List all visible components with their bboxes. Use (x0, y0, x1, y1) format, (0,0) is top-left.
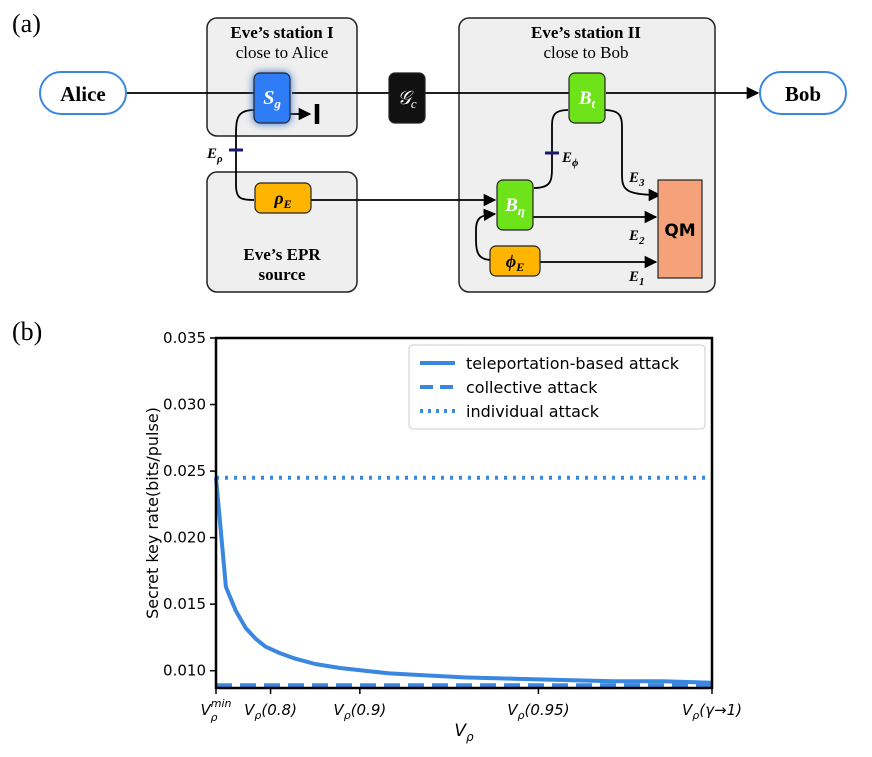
y-ticks: 0.035 0.030 0.025 0.020 0.015 0.010 (163, 329, 216, 680)
bob-label: Bob (785, 82, 821, 106)
x-axis-label: Vρ (454, 721, 474, 744)
plot-frame (214, 336, 714, 690)
series-layer (214, 475, 713, 688)
legend: teleportation-based attack collective at… (408, 344, 706, 430)
squeezer-sg-box (253, 72, 291, 124)
legend-label-teleportation: teleportation-based attack (466, 354, 680, 373)
y-tick-label: 0.020 (163, 529, 206, 547)
y-tick-label: 0.025 (163, 462, 206, 480)
y-axis-label: Secret key rate(bits/pulse) (143, 407, 162, 619)
phase-phiE-box (489, 245, 541, 277)
station-1-title: Eve’s station I (230, 23, 334, 42)
series-line-solid (214, 477, 713, 685)
x-tick-label: Vρ(0.8) (244, 701, 297, 722)
y-tick-label: 0.015 (163, 595, 206, 613)
e3-arrow (603, 109, 662, 202)
phiE-to-beta-arrow (475, 208, 497, 261)
alice-label: Alice (60, 82, 105, 106)
beamsplitter-bt-symbol: Bt (578, 88, 596, 111)
legend-box (408, 344, 706, 430)
alice-node (39, 71, 127, 115)
station-2-subtitle: close to Bob (544, 43, 629, 62)
beta-to-bt-line (533, 109, 569, 189)
panel-label-b: (b) (12, 317, 42, 346)
x-tick-label: Vρ(0.9) (333, 701, 386, 722)
bob-node (759, 71, 847, 115)
epr-source-title-line1: Eve’s EPR (243, 245, 321, 264)
y-tick-label: 0.030 (163, 396, 206, 414)
station-1-subtitle: close to Alice (236, 43, 329, 62)
legend-label-individual: individual attack (466, 402, 600, 421)
station-2-title: Eve’s station II (531, 23, 641, 42)
epr-state-rhoE-box (254, 182, 312, 214)
beamsplitter-beta-box (496, 179, 534, 231)
epr-source-box (206, 171, 358, 293)
x-tick-label: Vρ(γ→1) (682, 701, 742, 722)
epr-source-title-line2: source (259, 265, 306, 284)
panel-label-a: (a) (12, 9, 41, 38)
beam-paths (126, 86, 760, 269)
x-tick-label: Vρ(0.95) (507, 701, 569, 722)
y-tick-label: 0.035 (163, 329, 206, 347)
gate-gc-box (388, 72, 426, 124)
epr-loop-line (235, 109, 255, 201)
mode-label-e-rho: Eρ (206, 146, 223, 165)
legend-label-collective: collective attack (466, 378, 598, 397)
quantum-memory-label: QM (664, 221, 695, 241)
beamsplitter-bt-box (568, 72, 606, 124)
y-tick-label: 0.010 (163, 662, 206, 680)
quantum-memory-box (657, 179, 703, 279)
